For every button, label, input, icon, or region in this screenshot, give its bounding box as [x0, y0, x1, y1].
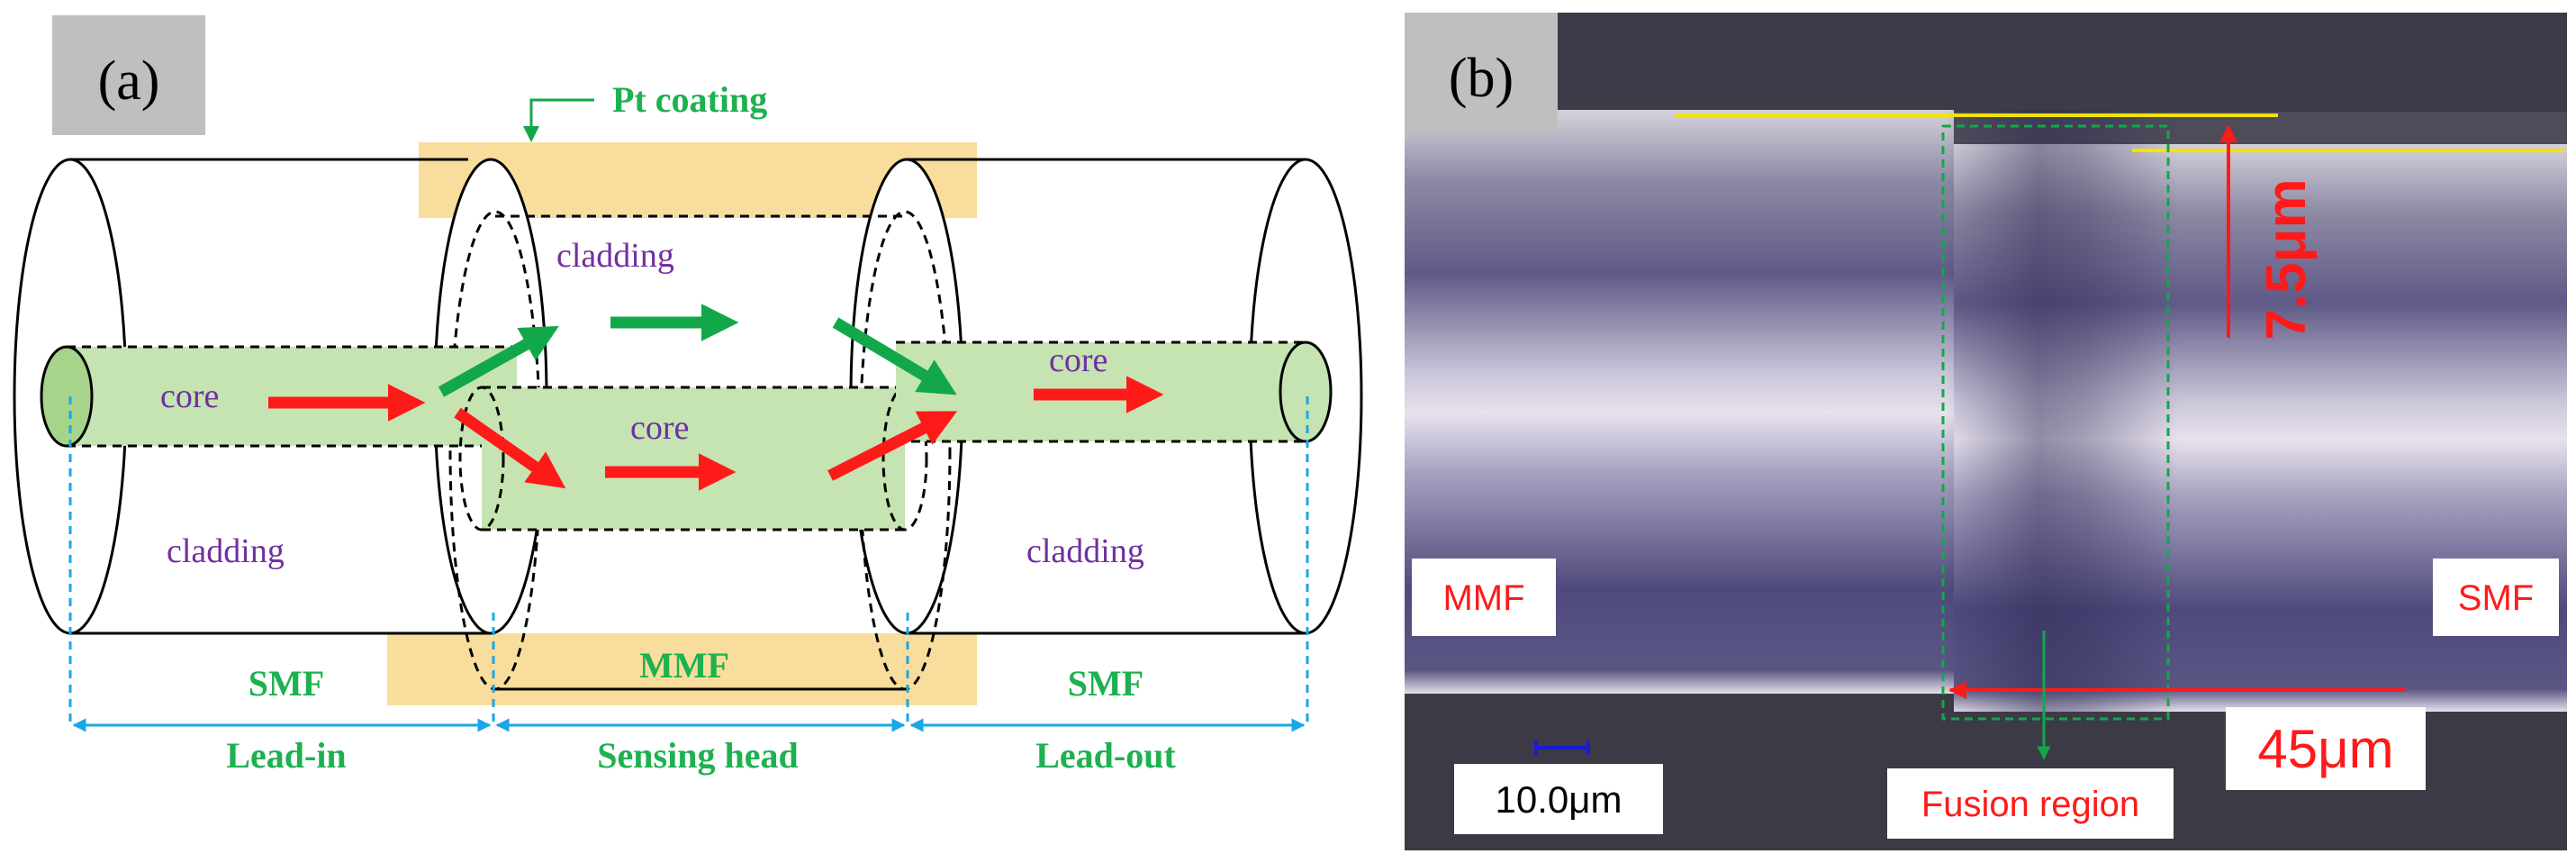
scale-label-box: [1454, 764, 1663, 834]
label-sensing-head: Sensing head: [597, 735, 798, 776]
offset-label: 7.5μm: [2255, 178, 2318, 340]
fusion-label-box: [1887, 768, 2174, 839]
label-core-left: core: [160, 377, 219, 415]
arrow-split-up: [438, 325, 559, 397]
dimension-guides: [68, 396, 1309, 725]
label-mmf: MMF: [639, 645, 729, 686]
panel-b-label: (b): [1449, 48, 1514, 109]
panel-b: (b) 7.5μm 45μm Fusion region MMF SMF 10.…: [1405, 13, 2567, 850]
arrow-split-down: [454, 407, 566, 489]
mmf-label: MMF: [1442, 578, 1524, 618]
label-smf-left: SMF: [249, 663, 324, 704]
panel-a-label-box: [52, 15, 205, 135]
label-lead-out: Lead-out: [1035, 735, 1176, 776]
label-lead-in: Lead-in: [226, 735, 346, 776]
label-cladding-left: cladding: [167, 532, 285, 570]
core-left: [40, 345, 517, 448]
label-pt-coating: Pt coating: [612, 79, 767, 120]
length-label: 45μm: [2257, 719, 2393, 779]
label-core-right: core: [1049, 341, 1107, 379]
panel-a-label: (a): [98, 50, 160, 112]
smf-label-box: [2433, 559, 2559, 636]
fusion-region-box: [1941, 124, 2170, 721]
label-cladding-top: cladding: [556, 237, 674, 275]
pt-coating-callout: Pt coating: [523, 79, 767, 142]
core-right: [896, 341, 1333, 443]
panel-b-label-box: [1405, 13, 1558, 132]
label-core-mid: core: [630, 409, 689, 447]
arrow-merge-down: [832, 317, 957, 395]
label-cladding-right: cladding: [1026, 532, 1144, 570]
light-arrows: [268, 304, 1164, 491]
panel-a: (a): [13, 15, 1363, 776]
mmf-label-box: [1412, 559, 1556, 636]
length-label-box: [2226, 707, 2426, 790]
smf-label: SMF: [2458, 578, 2534, 618]
scale-label: 10.0μm: [1496, 778, 1622, 821]
fusion-shading: [1945, 110, 2179, 712]
fusion-label: Fusion region: [1921, 785, 2139, 824]
core-mid: [458, 386, 928, 531]
pt-coating-bottom: [387, 633, 977, 705]
label-smf-right: SMF: [1068, 663, 1143, 704]
arrow-merge-up: [827, 411, 958, 481]
